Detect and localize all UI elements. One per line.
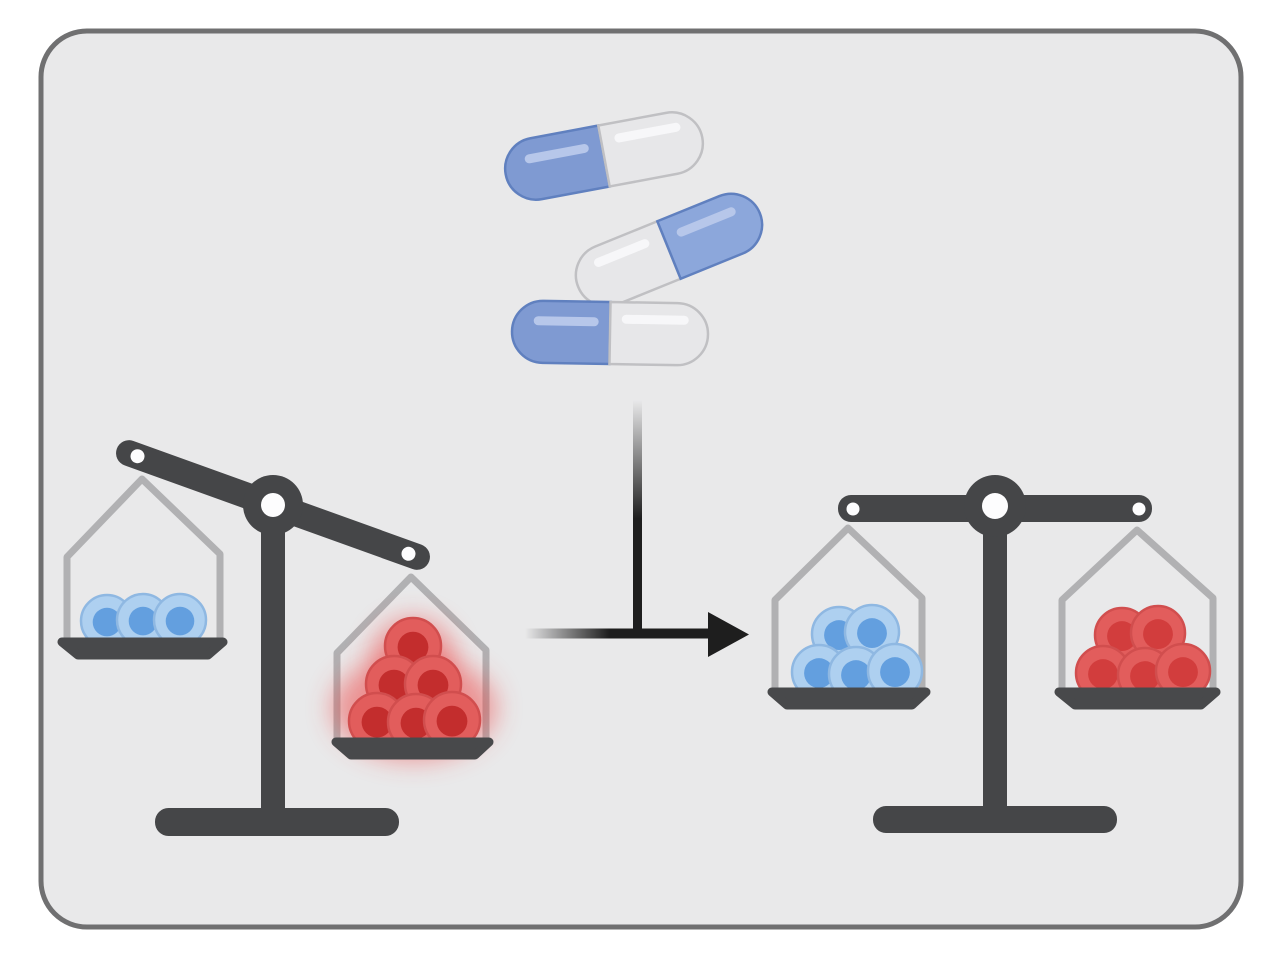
cell-nucleus (1107, 621, 1137, 651)
cell-nucleus (857, 618, 887, 648)
capsule-1-white-shine (614, 122, 681, 143)
pan-blue-raised (57, 475, 228, 660)
unbalanced-scale (57, 440, 496, 836)
cell-nucleus (378, 669, 410, 701)
capsule-3-white-shine (621, 314, 689, 325)
pan-red-balanced (1054, 526, 1221, 710)
pan-blue-balanced (767, 524, 931, 710)
pan-plate (767, 687, 931, 710)
red-cell-group (347, 616, 482, 752)
cell-nucleus (165, 606, 195, 636)
balanced-scale (767, 475, 1221, 833)
cell-nucleus (804, 658, 834, 688)
capsule-2-blue-half (655, 192, 764, 281)
beam-hole-right (1132, 502, 1146, 516)
treatment-arrow (525, 400, 749, 657)
beam-hole-left (130, 449, 145, 464)
capsule-1 (503, 111, 705, 201)
pan-hanger-frame (1058, 526, 1217, 693)
pan-plate (331, 737, 494, 760)
right-scale-pillar (983, 507, 1007, 810)
cell-nucleus (1130, 661, 1160, 691)
capsule-3-blue-shine (533, 316, 599, 327)
cell-nucleus (361, 706, 393, 738)
blue-cell-group (790, 603, 924, 703)
right-scale-pivot-hole (982, 493, 1008, 519)
capsule-3 (510, 299, 710, 367)
arrow-vertical-line (633, 400, 642, 637)
pan-plate (57, 637, 228, 660)
pan-hanger-frame (333, 573, 490, 743)
capsule-3-blue-half (510, 299, 612, 366)
pan-red-lowered (331, 573, 496, 760)
pan-hanger-frame (771, 524, 926, 693)
pan-hanger-frame (63, 475, 224, 645)
cell-nucleus (1143, 619, 1173, 649)
capsule-3-white-half (608, 300, 710, 367)
arrow-horizontal-line (525, 628, 712, 639)
cell-nucleus (1088, 659, 1118, 689)
pan-plate (1054, 687, 1221, 710)
cell-nucleus (436, 705, 468, 737)
capsule-1-blue-shine (524, 143, 589, 164)
beam-hole-left (846, 502, 860, 516)
left-scale-pivot-hole (261, 493, 285, 517)
left-scale-pillar (261, 505, 285, 817)
cell-nucleus (1168, 657, 1198, 687)
cell-nucleus (128, 606, 158, 636)
pills-group (503, 111, 764, 367)
cell-nucleus (841, 660, 871, 690)
cell-nucleus (880, 657, 910, 687)
beam-hole-right (401, 546, 416, 561)
left-scale-base (155, 808, 399, 836)
cell-nucleus (417, 669, 449, 701)
capsule-2-white-shine (593, 239, 650, 267)
right-scale-base (873, 806, 1117, 833)
arrow-head-icon (708, 612, 749, 657)
cell-nucleus (92, 607, 122, 637)
capsule-2-blue-shine (676, 207, 736, 237)
cell-nucleus (397, 631, 429, 663)
